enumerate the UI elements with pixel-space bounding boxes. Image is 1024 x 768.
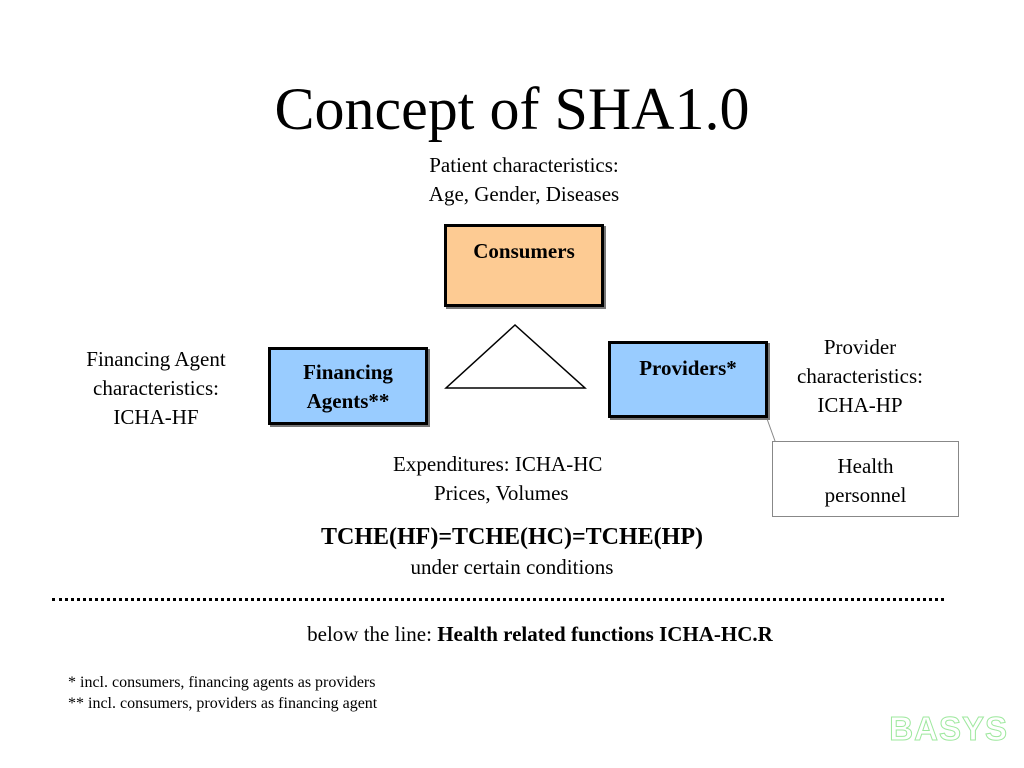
provider-characteristics: Provider characteristics: ICHA-HP	[760, 333, 960, 420]
health-personnel-box: Health personnel	[772, 441, 959, 517]
patient-characteristics-line2: Age, Gender, Diseases	[428, 182, 620, 206]
consumers-label: Consumers	[473, 239, 575, 263]
providers-box: Providers*	[608, 341, 768, 418]
provider-characteristics-line1: Provider	[823, 335, 897, 359]
health-personnel-line1: Health	[837, 454, 894, 478]
financing-characteristics-line2: characteristics:	[93, 376, 219, 400]
financing-agents-line2: Agents**	[306, 389, 390, 413]
providers-label: Providers*	[639, 356, 737, 380]
below-line-bold: Health related functions ICHA-HC.R	[437, 622, 773, 646]
slide-title: Concept of SHA1.0	[274, 76, 750, 142]
provider-characteristics-line2: characteristics:	[797, 364, 923, 388]
footnote-2: ** incl. consumers, providers as financi…	[68, 695, 378, 712]
patient-characteristics: Patient characteristics: Age, Gender, Di…	[0, 151, 1024, 209]
financing-characteristics-line1: Financing Agent	[86, 347, 226, 371]
financing-agent-characteristics: Financing Agent characteristics: ICHA-HF	[46, 345, 266, 432]
financing-agents-box: Financing Agents**	[268, 347, 428, 425]
dotted-divider	[52, 598, 944, 601]
expenditures-line1: Expenditures: ICHA-HC	[393, 452, 603, 476]
consumers-box: Consumers	[444, 224, 604, 307]
health-personnel-line2: personnel	[824, 483, 907, 507]
basys-logo: BASYS	[889, 710, 1008, 748]
triangle-shape	[444, 323, 587, 389]
personnel-connector	[765, 415, 776, 442]
financing-characteristics-line3: ICHA-HF	[113, 405, 199, 429]
conditions-text: under certain conditions	[410, 555, 614, 579]
below-the-line-text: below the line: Health related functions…	[0, 620, 1024, 649]
provider-characteristics-line3: ICHA-HP	[817, 393, 903, 417]
tche-formula: TCHE(HF)=TCHE(HC)=TCHE(HP)	[320, 524, 703, 550]
footnote-1: * incl. consumers, financing agents as p…	[68, 674, 376, 691]
below-line-prefix: below the line:	[307, 622, 438, 646]
patient-characteristics-line1: Patient characteristics:	[429, 153, 619, 177]
expenditures-line2: Prices, Volumes	[434, 481, 569, 505]
expenditures-text: Expenditures: ICHA-HC Prices, Volumes	[393, 450, 602, 508]
financing-agents-line1: Financing	[303, 360, 393, 384]
